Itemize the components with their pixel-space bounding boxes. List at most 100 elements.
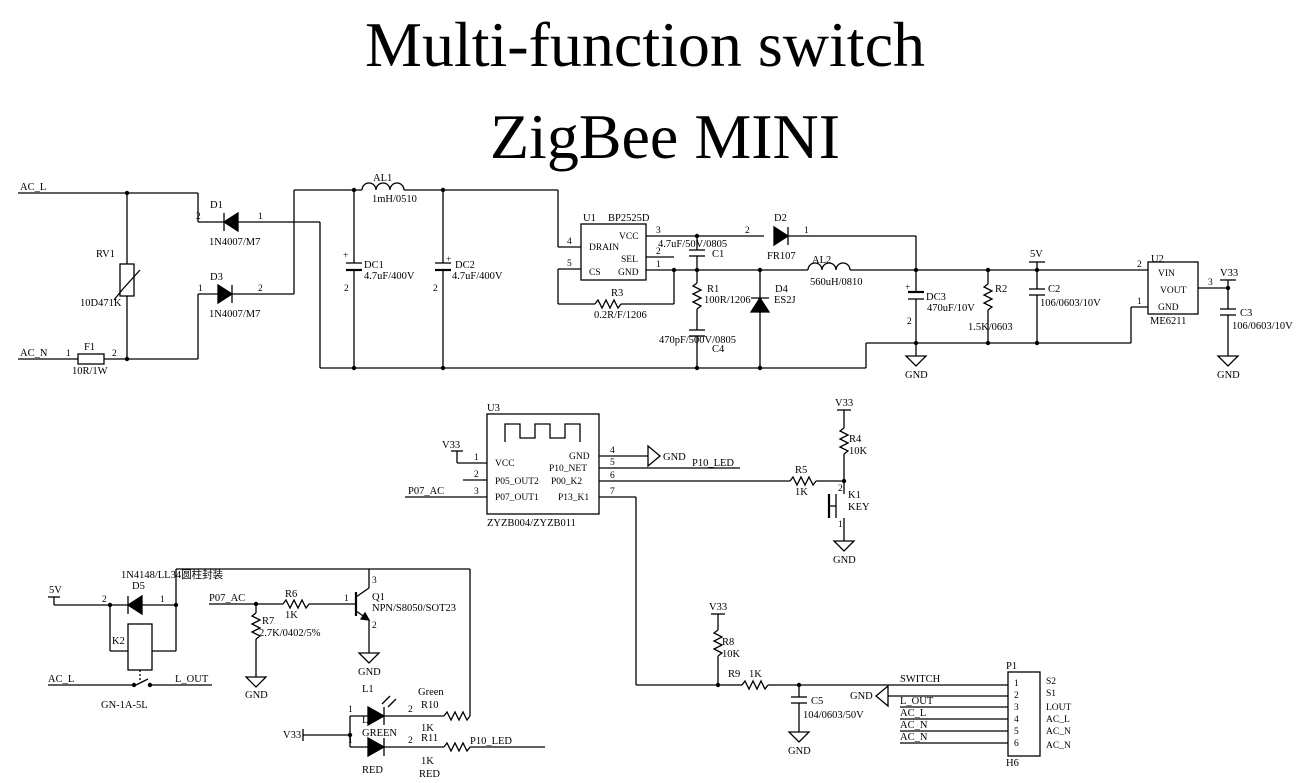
net-v33-led: V33 [283, 730, 301, 741]
c1-ref: C1 [712, 249, 724, 260]
inductor-al1 [361, 182, 405, 191]
diode-d2 [773, 225, 790, 247]
gnd-symbol-1 [904, 355, 928, 367]
gnd-label-key: GND [833, 555, 856, 566]
svg-text:1: 1 [258, 212, 263, 222]
gnd-label-2: GND [1217, 370, 1240, 381]
svg-text:5: 5 [567, 259, 572, 269]
gnd-label-c5: GND [788, 746, 811, 757]
inductor-al2 [807, 262, 851, 271]
r6-ref: R6 [285, 589, 297, 600]
d4-ref: D4 [775, 284, 789, 295]
u3-ref: U3 [487, 403, 500, 414]
net-p10-led-led: P10_LED [470, 736, 512, 747]
net-label-ac-n: AC_N [20, 348, 48, 359]
svg-text:1: 1 [348, 736, 353, 746]
d1-ref: D1 [210, 200, 223, 211]
r5-ref: R5 [795, 465, 807, 476]
svg-text:1: 1 [804, 226, 809, 236]
gnd-symbol-2 [1216, 355, 1240, 367]
k2-value: GN-1A-5L [101, 700, 148, 711]
r8-value: 10K [722, 649, 741, 660]
c4-ref: C4 [712, 344, 725, 355]
u1-pin-drain: DRAIN [589, 243, 619, 253]
svg-text:2: 2 [907, 317, 912, 327]
c1-value: 4.7uF/50V/0805 [658, 239, 727, 250]
k1-ref: K1 [848, 490, 861, 501]
c2-ref: C2 [1048, 284, 1060, 295]
gnd-symbol-p1 [874, 684, 889, 708]
svg-text:6: 6 [610, 471, 615, 481]
svg-text:1: 1 [1137, 297, 1142, 307]
rv1-ref: RV1 [96, 249, 115, 260]
d2-value: FR107 [767, 251, 796, 262]
net-ac-n-p1-b: AC_N [900, 732, 928, 743]
r7-ref: R7 [262, 616, 274, 627]
svg-text:2: 2 [258, 284, 263, 294]
d2-ref: D2 [774, 213, 787, 224]
r9-value: 1K [749, 669, 762, 680]
svg-text:2: 2 [474, 470, 479, 480]
dc3-ref: DC3 [926, 292, 946, 303]
d5-value: 1N4148/LL34圆柱封装 [121, 568, 224, 581]
u1-part: BP2525D [608, 213, 650, 224]
u1-pin-cs: CS [589, 268, 601, 278]
u3-pin-p13: P13_K1 [558, 493, 589, 503]
r4-value: 10K [849, 446, 868, 457]
diode-d3 [217, 283, 234, 305]
svg-text:2: 2 [656, 247, 661, 257]
svg-text:1: 1 [198, 284, 203, 294]
led-l1 [367, 705, 386, 727]
al1-ref: AL1 [373, 173, 392, 184]
p1-label-lout: LOUT [1046, 703, 1072, 713]
p1-label-ac-n-1: AC_N [1046, 727, 1071, 737]
led-l2 [367, 736, 386, 758]
svg-text:7: 7 [610, 487, 615, 497]
output-5v-section: + DC3 470uF/10V GND R2 1.5K/0603 5V C2 1… [904, 236, 1293, 381]
gnd-label-p1: GND [850, 691, 873, 702]
svg-text:1: 1 [344, 594, 349, 604]
u3-part: ZYZB004/ZYZB011 [487, 518, 576, 529]
l2-color: RED [362, 765, 383, 776]
net-5v-relay: 5V [49, 585, 62, 596]
net-ac-n-p1-a: AC_N [900, 720, 928, 731]
f1-ref: F1 [84, 342, 95, 353]
svg-text:4: 4 [610, 446, 615, 456]
fuse-f1 [77, 353, 105, 365]
net-ac-l-p1: AC_L [900, 708, 926, 719]
l2-red-label: RED [419, 769, 440, 780]
gnd-symbol-q1 [357, 652, 381, 664]
input-filter: AL1 1mH/0510 + DC1 4.7uF/400V + DC2 4.7u… [320, 173, 1131, 371]
l2-ref: L2 [362, 715, 374, 726]
dc1-value: 4.7uF/400V [364, 271, 415, 282]
r1-ref: R1 [707, 284, 719, 295]
l1-color: Green [418, 687, 444, 698]
gnd-symbol-u3 [647, 444, 662, 468]
u3-pin-gnd: GND [569, 452, 590, 462]
svg-text:+: + [446, 255, 451, 265]
r4-ref: R4 [849, 434, 862, 445]
u3-body [486, 413, 600, 515]
p1-body [1007, 671, 1041, 757]
u3-pin-p00: P00_K2 [551, 477, 582, 487]
net-v33-u2: V33 [1220, 268, 1238, 279]
p1-ref2: H6 [1006, 758, 1019, 769]
net-v33-r4: V33 [835, 398, 853, 409]
l2-overlap: GREEN [362, 728, 397, 739]
diode-d1 [222, 211, 239, 233]
gnd-symbol-key [832, 540, 856, 552]
title-line-1: Multi-function switch [365, 9, 925, 80]
r11-value: 1K [421, 756, 434, 767]
dc2-ref: DC2 [455, 260, 475, 271]
switch-input-section: V33 R8 10K R9 1K C5 104/0603/50V GND SWI… [709, 602, 1008, 757]
p1-label-s2: S2 [1046, 677, 1056, 687]
svg-text:4: 4 [567, 237, 572, 247]
relay-section: 1N4148/LL34圆柱封装 5V 2 1 D5 K2 AC_L L_OUT … [48, 568, 470, 711]
d3-ref: D3 [210, 272, 223, 283]
relay-coil-k2 [127, 623, 153, 671]
k2-ref: K2 [112, 636, 125, 647]
svg-text:2: 2 [102, 595, 107, 605]
regulator-u1: U1 BP2525D DRAIN VCC SEL CS GND 4 5 R3 0… [557, 190, 808, 321]
q1-ref: Q1 [372, 592, 385, 603]
